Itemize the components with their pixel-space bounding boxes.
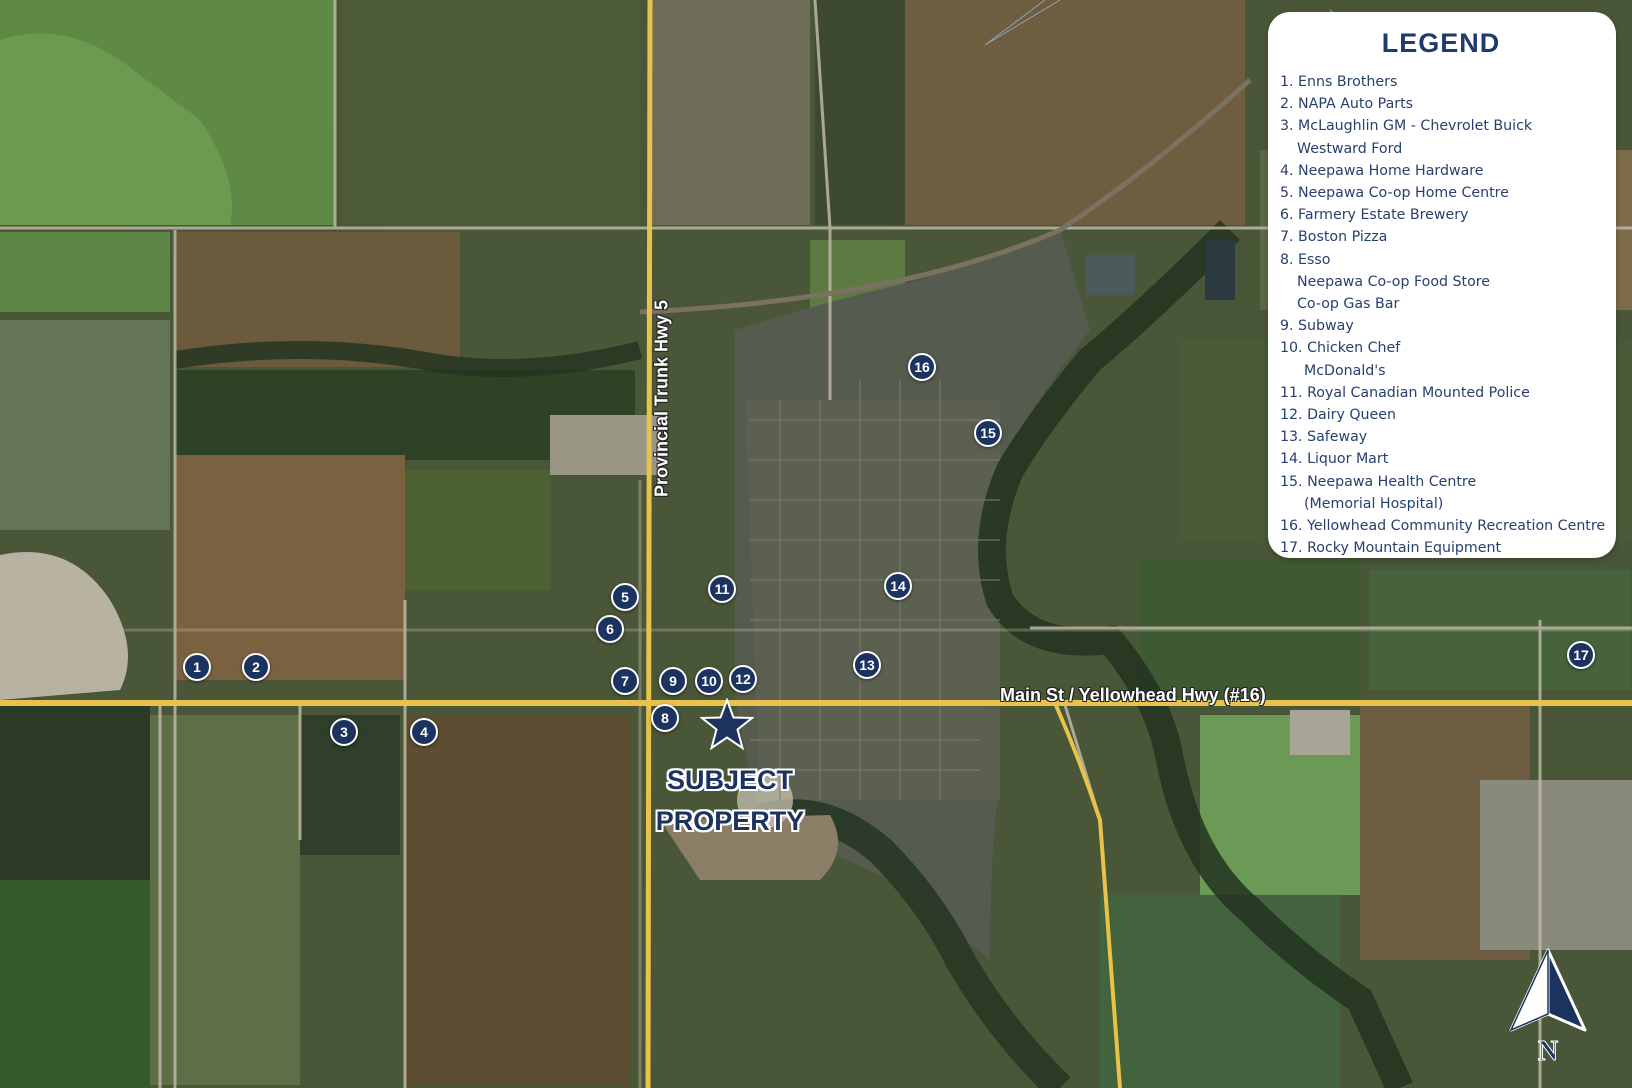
legend-item: 9. Subway	[1280, 318, 1354, 335]
legend-item: 16. Yellowhead Community Recreation Cent…	[1280, 518, 1606, 535]
map-marker-7[interactable]: 7	[611, 667, 639, 695]
map-marker-1[interactable]: 1	[183, 653, 211, 681]
map-marker-3[interactable]: 3	[330, 718, 358, 746]
legend-item: 2. NAPA Auto Parts	[1280, 96, 1414, 113]
map-marker-5[interactable]: 5	[611, 583, 639, 611]
legend-item: McDonald's	[1304, 362, 1386, 379]
map-marker-8[interactable]: 8	[651, 704, 679, 732]
legend-item: 6. Farmery Estate Brewery	[1280, 207, 1469, 224]
legend-item: 3. McLaughlin GM - Chevrolet Buick	[1280, 118, 1533, 135]
legend-item: 13. Safeway	[1280, 429, 1368, 446]
legend-item: 11. Royal Canadian Mounted Police	[1280, 384, 1530, 401]
north-arrow-icon: N	[1509, 948, 1587, 1068]
legend-item: 17. Rocky Mountain Equipment	[1280, 540, 1502, 557]
legend-list: 1. Enns Brothers 2. NAPA Auto Parts 3. M…	[1280, 71, 1606, 559]
legend-item: 14. Liquor Mart	[1280, 451, 1389, 468]
legend-title: LEGEND	[1381, 28, 1501, 58]
subject-property-label: SUBJECT PROPERTY	[650, 760, 810, 842]
map-marker-4[interactable]: 4	[410, 718, 438, 746]
legend-item: 4. Neepawa Home Hardware	[1280, 162, 1484, 179]
legend-item: 7. Boston Pizza	[1280, 229, 1388, 246]
subject-line-1: SUBJECT	[666, 765, 794, 795]
subject-line-2: PROPERTY	[655, 806, 805, 836]
subject-star-icon[interactable]	[700, 698, 754, 752]
legend-item: Neepawa Co-op Food Store	[1297, 273, 1491, 290]
map-marker-15[interactable]: 15	[974, 419, 1002, 447]
legend-item: 5. Neepawa Co-op Home Centre	[1280, 185, 1509, 202]
map-marker-9[interactable]: 9	[659, 667, 687, 695]
legend-item: 10. Chicken Chef	[1280, 340, 1401, 357]
hwy5-label: Provincial Trunk Hwy 5	[651, 299, 672, 498]
map-marker-2[interactable]: 2	[242, 653, 270, 681]
map-marker-6[interactable]: 6	[596, 615, 624, 643]
legend-item: (Memorial Hospital)	[1304, 495, 1444, 512]
main-street-label: Main St / Yellowhead Hwy (#16)	[1000, 685, 1266, 705]
map-marker-11[interactable]: 11	[708, 575, 736, 603]
map-marker-13[interactable]: 13	[853, 651, 881, 679]
legend-item: Westward Ford	[1297, 140, 1403, 157]
north-letter: N	[1538, 1036, 1558, 1067]
legend-panel: LEGEND 1. Enns Brothers 2. NAPA Auto Par…	[1268, 12, 1616, 558]
map-marker-12[interactable]: 12	[729, 665, 757, 693]
legend-item: 8. Esso	[1280, 251, 1331, 268]
map-marker-17[interactable]: 17	[1567, 641, 1595, 669]
map-marker-10[interactable]: 10	[695, 667, 723, 695]
legend-item: Co-op Gas Bar	[1297, 296, 1400, 313]
legend-item: 12. Dairy Queen	[1280, 407, 1396, 424]
legend-item: 1. Enns Brothers	[1280, 74, 1398, 90]
legend-item: 15. Neepawa Health Centre	[1280, 473, 1477, 490]
map-marker-16[interactable]: 16	[908, 353, 936, 381]
map-marker-14[interactable]: 14	[884, 572, 912, 600]
